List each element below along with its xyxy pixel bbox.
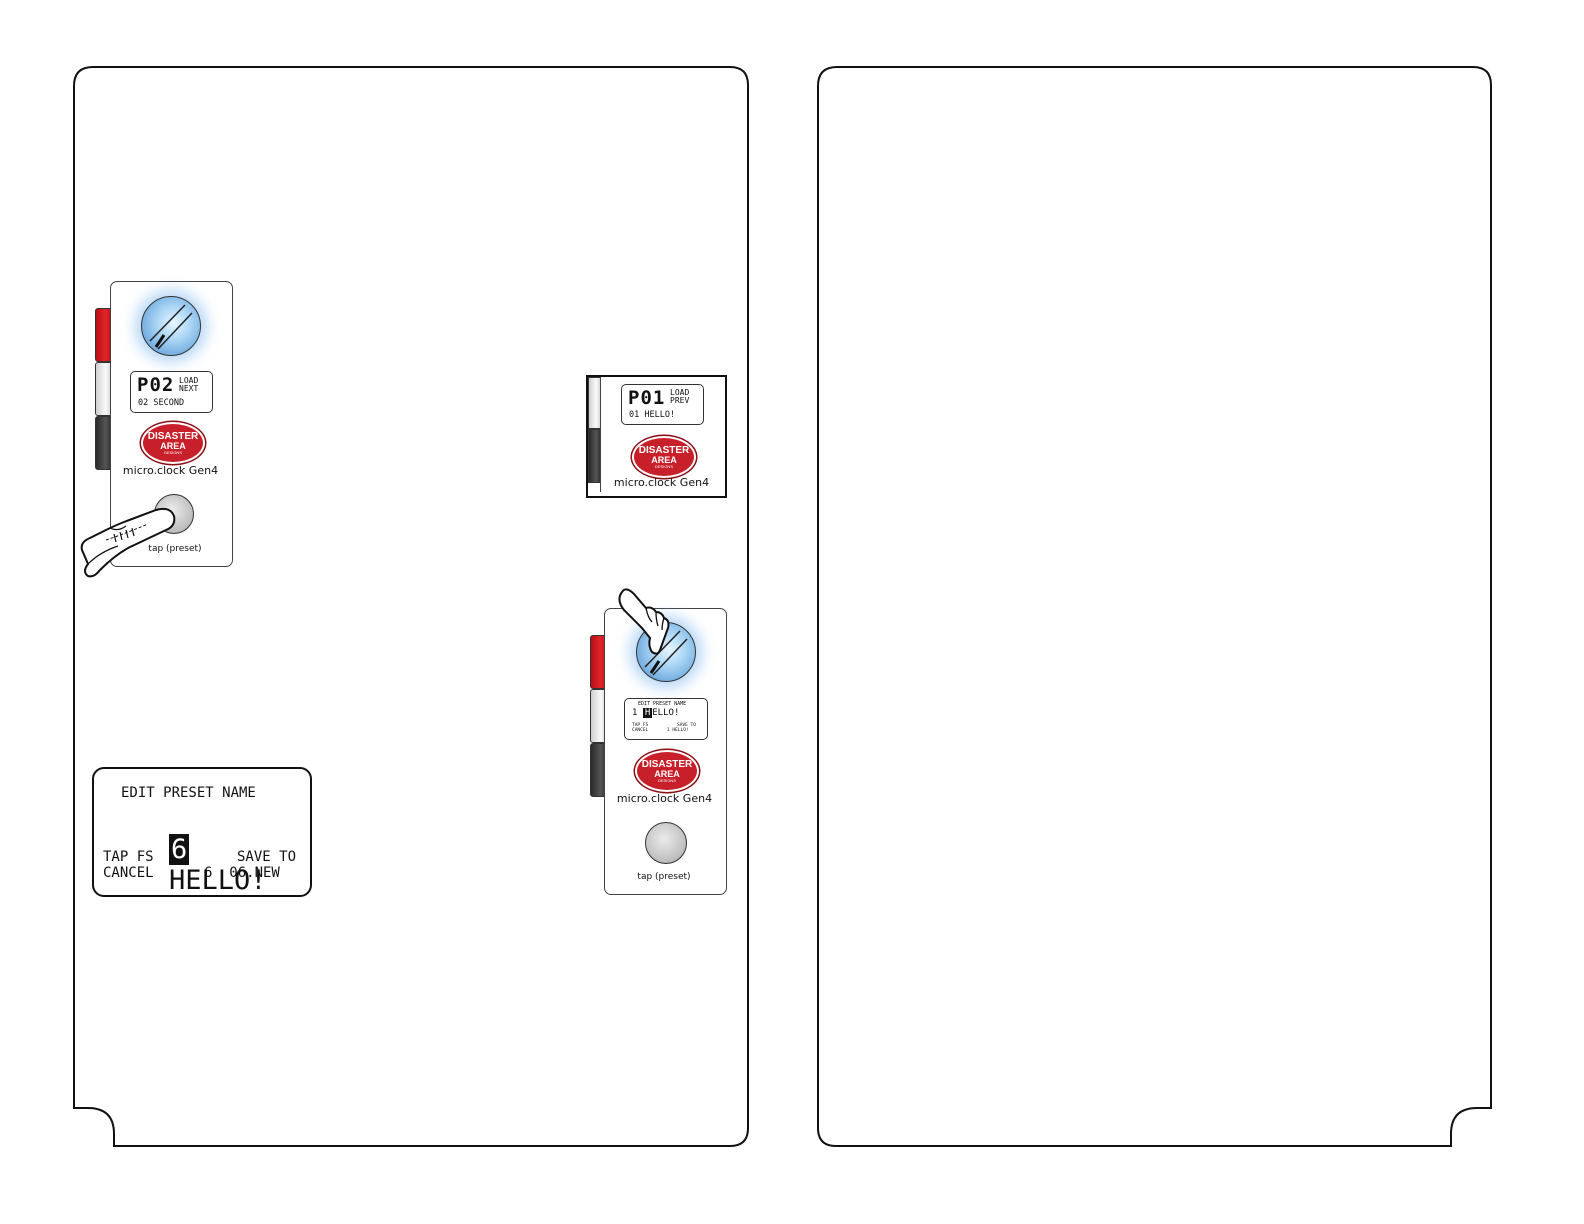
lcd-left-bottom: CANCEL — [632, 728, 649, 733]
preset-name-line: 02 SECOND — [138, 398, 185, 408]
closeup-left-top: TAP FS — [103, 849, 154, 865]
logo-line-3: DESIGNS — [163, 450, 182, 455]
logo-line-1: DISASTER — [147, 431, 199, 442]
knob-marker-icon — [149, 304, 193, 350]
closeup-name: HELLO! — [169, 865, 267, 896]
knob-marker-icon — [644, 630, 688, 676]
lcd-closeup: EDIT PRESET NAME 6 HELLO! TAP FS CANCEL … — [92, 767, 312, 897]
pedal-a-lcd: P02 LOAD NEXT 02 SECOND — [130, 371, 213, 413]
preset-number: P01 — [628, 387, 666, 409]
pointing-hand-icon — [618, 588, 670, 655]
closeup-header: EDIT PRESET NAME — [121, 785, 256, 801]
lcd-right-top: SAVE TO — [677, 723, 696, 728]
logo-line-3: DESIGNS — [654, 464, 673, 469]
preset-name-line: 01 HELLO! — [629, 410, 676, 420]
logo-line-3: DESIGNS — [657, 778, 676, 783]
pedal-c-footswitch[interactable] — [645, 822, 687, 864]
action-top: LOAD — [179, 376, 199, 385]
model-name: micro.clock Gen4 — [122, 464, 219, 477]
footswitch-caption: tap (preset) — [637, 872, 691, 882]
lcd-left-top: TAP FS — [632, 723, 649, 728]
closeup-cursor: 6 — [169, 834, 190, 865]
pedal-a-knob[interactable] — [141, 296, 201, 356]
foot-icon — [80, 507, 176, 578]
action-bottom: PREV — [670, 396, 690, 405]
disaster-area-logo: DISASTER AREA DESIGNS — [632, 436, 696, 478]
left-page-outline — [73, 66, 749, 1147]
model-name: micro.clock Gen4 — [616, 792, 713, 805]
disaster-area-logo: DISASTER AREA DESIGNS — [635, 750, 699, 792]
logo-line-2: AREA — [651, 455, 677, 465]
lcd-header: EDIT PRESET NAME — [638, 701, 687, 707]
logo-line-2: AREA — [654, 769, 680, 779]
closeup-right-top: SAVE TO — [237, 849, 297, 865]
closeup-right-bottom: 6 06.NEW — [204, 865, 280, 881]
name-rest: ELLO! — [652, 708, 680, 718]
pedal-b-lcd: P01 LOAD PREV 01 HELLO! — [621, 384, 704, 425]
logo-line-2: AREA — [160, 441, 186, 451]
logo-line-1: DISASTER — [638, 445, 690, 456]
closeup-left-bottom: CANCEL — [103, 865, 154, 881]
disaster-area-logo: DISASTER AREA DESIGNS — [141, 422, 205, 464]
name-prefix: 1 — [632, 708, 638, 718]
right-page-outline — [817, 66, 1492, 1147]
logo-line-1: DISASTER — [641, 759, 693, 770]
model-name: micro.clock Gen4 — [613, 476, 710, 489]
lcd-right-bottom: 1 HELLO! — [667, 728, 689, 733]
closeup-name-row: 6 HELLO! — [104, 803, 267, 927]
action-bottom: NEXT — [179, 384, 199, 393]
footswitch-caption: tap (preset) — [148, 544, 202, 554]
action-top: LOAD — [670, 388, 690, 397]
preset-number: P02 — [137, 374, 175, 396]
name-cursor: H — [642, 708, 653, 718]
